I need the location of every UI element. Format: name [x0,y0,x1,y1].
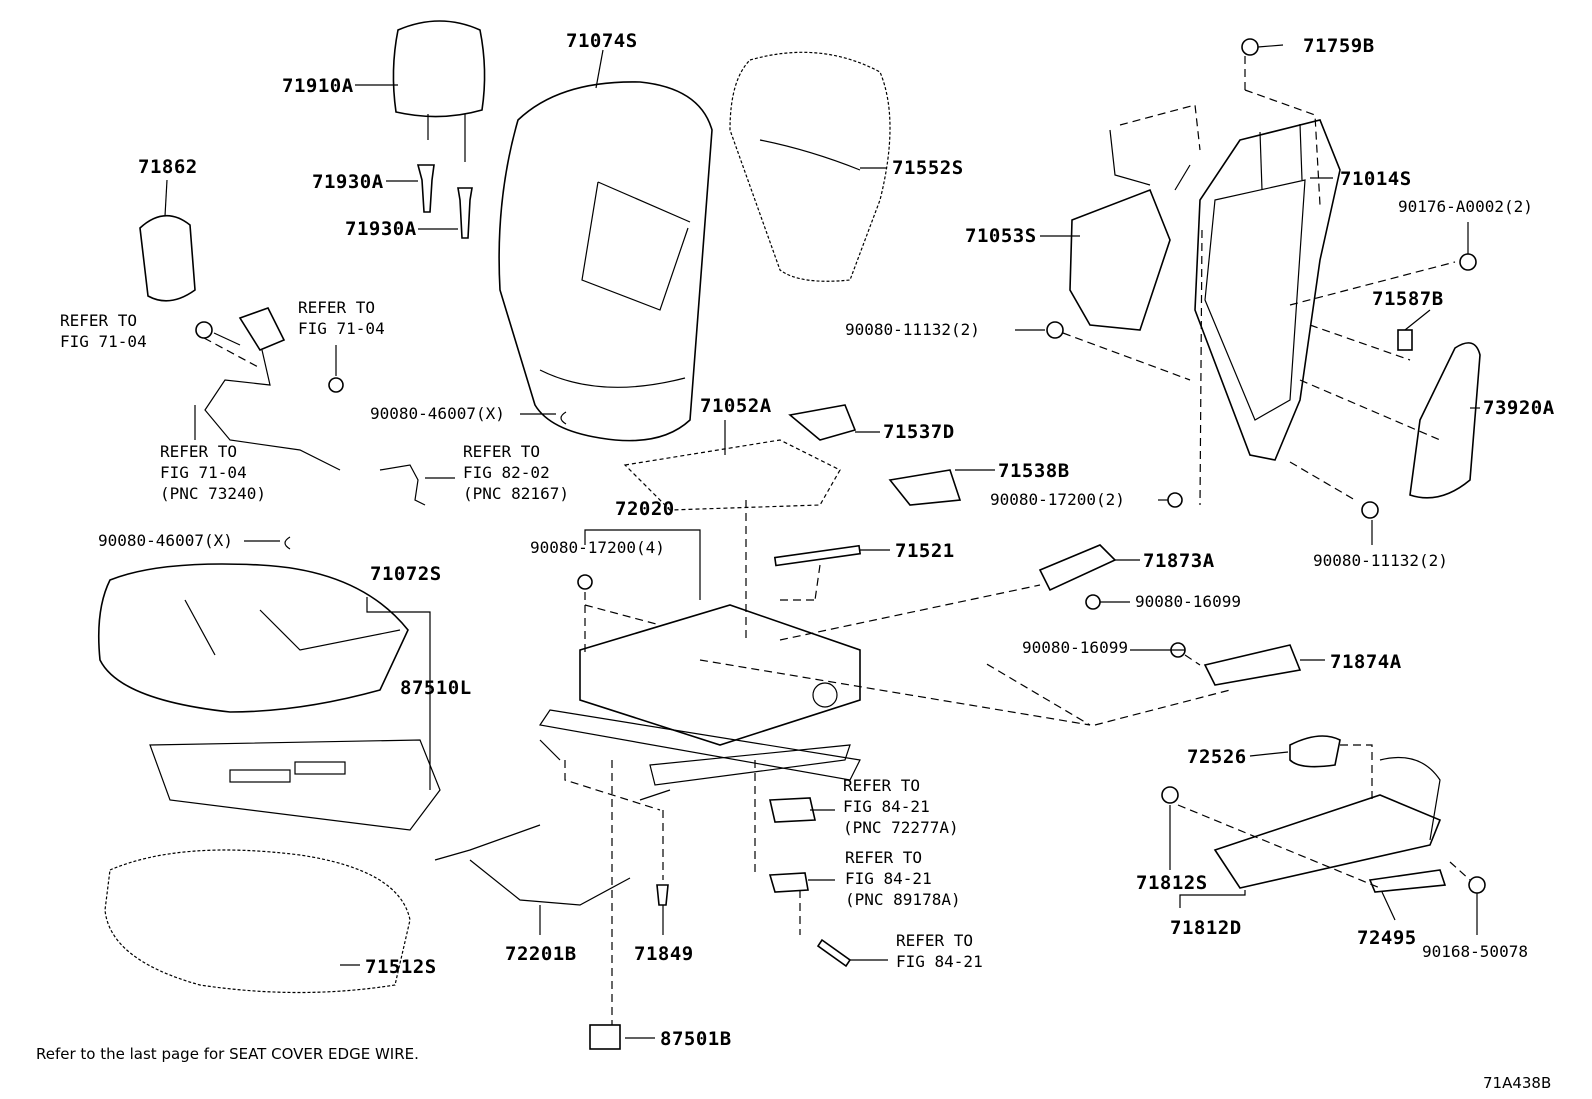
nut-90176 [1459,253,1477,271]
cover-72495 [1368,869,1447,893]
label-71849: 71849 [634,943,694,965]
label-90080-16099-b: 90080-16099 [1022,638,1128,657]
label-71910A: 71910A [282,75,354,97]
label-90080-11132-bot: 90080-11132(2) [1313,551,1448,570]
shield-71812-inner [1379,756,1441,841]
label-73920A: 73920A [1483,397,1555,419]
label-71812D: 71812D [1170,917,1242,939]
label-71930A-1: 71930A [312,171,384,193]
seat-track-drawing [538,604,861,801]
refer-r5: REFER TO FIG 84-21 (PNC 72277A) [843,776,959,837]
diagram-code: 71A438B [1483,1074,1551,1092]
label-87510L: 87510L [400,677,472,699]
wire-72201B-lower [469,859,631,906]
label-90168: 90168-50078 [1422,942,1528,961]
cover-72526 [1289,735,1341,768]
label-71862: 71862 [138,156,198,178]
label-72495: 72495 [1357,927,1417,949]
clip-90080-46007-left [284,536,291,550]
label-90080-46007-left: 90080-46007(X) [98,531,233,550]
shield-71538B [888,469,962,506]
nut-90080-17200-4 [577,574,593,590]
cover-84-21-b [768,872,809,893]
label-71930A-2: 71930A [345,218,417,240]
label-90080-46007-top: 90080-46007(X) [370,404,505,423]
nut-90080-17200-2 [1167,492,1183,508]
side-cover-73920A [1409,342,1481,499]
cushion-pad-drawing [104,849,411,994]
label-71537D: 71537D [883,421,955,443]
label-90080-17200-2: 90080-17200(2) [990,490,1125,509]
label-71512S: 71512S [365,956,437,978]
clip-90080-46007-top [560,411,567,425]
lever-71874A [1203,644,1302,686]
seatback-cover-drawing [498,81,713,442]
grommet-left [195,321,213,339]
label-71874A: 71874A [1330,651,1402,673]
label-71521: 71521 [895,540,955,562]
refer-r6: REFER TO FIG 84-21 (PNC 89178A) [845,848,961,909]
leader-lines [164,44,1480,1039]
label-71812S: 71812S [1136,872,1208,894]
footer-note: Refer to the last page for SEAT COVER ED… [36,1045,419,1063]
wire-72201B [434,824,541,861]
screw-90168 [1468,876,1486,894]
refer-r7: REFER TO FIG 84-21 [896,931,983,971]
refer-r4: REFER TO FIG 82-02 (PNC 82167) [463,442,569,503]
label-71759B: 71759B [1303,35,1375,57]
label-71074S: 71074S [566,30,638,52]
label-90080-11132-top: 90080-11132(2) [845,320,980,339]
refer-r2: REFER TO FIG 71-04 [298,298,385,338]
label-71053S: 71053S [965,225,1037,247]
headrest-drawing [392,20,486,239]
label-71014S: 71014S [1340,168,1412,190]
cushion-heater-drawing [149,739,441,831]
refer-r1: REFER TO FIG 71-04 [60,311,147,351]
label-71873A: 71873A [1143,550,1215,572]
label-71072S: 71072S [370,563,442,585]
clip-87501B [589,1024,621,1050]
part-labels: 71910A 71074S 71759B 71862 71930A 71930A… [98,30,1555,1050]
refer-r3: REFER TO FIG 71-04 (PNC 73240) [160,442,266,503]
seatback-pad-drawing [729,51,891,282]
bezel-71862 [139,214,196,302]
cover-84-21-a [769,797,816,823]
grommet-right [328,377,344,393]
label-90080-17200-4: 90080-17200(4) [530,538,665,557]
bolt-90080-11132-top [1046,321,1064,339]
bracket-71587B [1397,329,1413,351]
bolt-84-21 [816,938,852,968]
bolt-90080-11132-bot [1361,501,1379,519]
label-87501B: 87501B [660,1028,732,1050]
assembly-lines [203,56,1471,1025]
label-72201B: 72201B [505,943,577,965]
shield-71812D [1213,794,1442,889]
screw-71812S [1161,786,1179,804]
label-90176: 90176-A0002(2) [1398,197,1533,216]
label-71538B: 71538B [998,460,1070,482]
refer-blocks: REFER TO FIG 71-04 REFER TO FIG 71-04 RE… [60,298,983,971]
strip-71521 [773,544,862,567]
label-72526: 72526 [1187,746,1247,768]
label-72020: 72020 [615,498,675,520]
lever-71873A [1038,544,1117,592]
harness-82167 [379,464,426,506]
label-71587B: 71587B [1372,288,1444,310]
shield-71537D [788,404,857,441]
label-71552S: 71552S [892,157,964,179]
label-71052A: 71052A [700,395,772,417]
nut-71759B [1241,38,1259,56]
clip-71849 [656,884,669,906]
bolt-90080-16099-a [1085,594,1101,610]
seatback-frame-drawing [1194,119,1341,461]
buckle-harness-drawing [204,307,341,471]
lumbar-support-drawing [1069,129,1191,331]
seat-cushion-cover-drawing [97,563,409,713]
label-90080-16099-a: 90080-16099 [1135,592,1241,611]
